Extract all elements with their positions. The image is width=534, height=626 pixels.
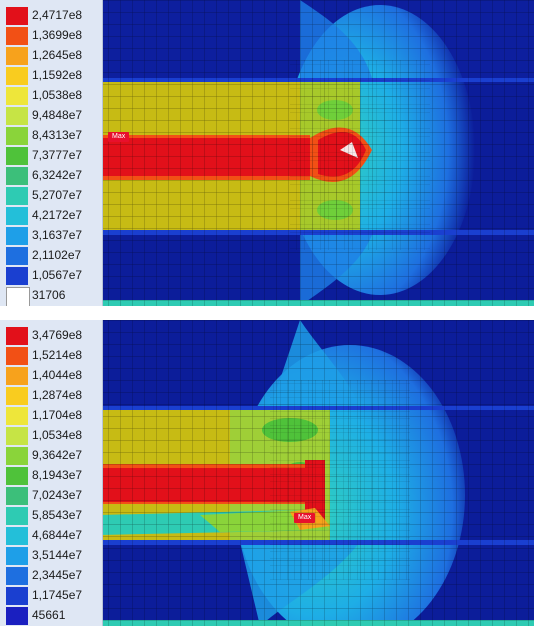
legend-swatch (6, 367, 28, 385)
legend-value: 3,5144e7 (32, 548, 83, 562)
legend-swatch (6, 567, 28, 585)
legend-row: 4,2172e7 (0, 206, 102, 226)
legend-swatch (6, 247, 28, 265)
legend-value: 2,3445e7 (32, 568, 83, 582)
legend-value: 9,4848e7 (32, 108, 83, 122)
legend-row: 31706 (0, 286, 102, 306)
legend-swatch (6, 527, 28, 545)
legend-swatch (6, 547, 28, 565)
legend-swatch (6, 107, 28, 125)
legend-value: 1,1592e8 (32, 68, 83, 82)
stress-contour-plot-top[interactable] (0, 0, 534, 306)
legend-value: 8,4313e7 (32, 128, 83, 142)
legend-swatch (6, 147, 28, 165)
legend-row: 9,4848e7 (0, 106, 102, 126)
legend-swatch (6, 287, 30, 306)
legend-swatch (6, 407, 28, 425)
legend-swatch (6, 67, 28, 85)
legend-row: 1,0538e8 (0, 86, 102, 106)
legend-swatch (6, 447, 28, 465)
legend-row: 2,4717e8 (0, 6, 102, 26)
legend-swatch (6, 227, 28, 245)
legend-value: 4,6844e7 (32, 528, 83, 542)
legend-row: 6,3242e7 (0, 166, 102, 186)
legend-row: 5,8543e7 (0, 506, 102, 526)
legend-value: 1,1704e8 (32, 408, 83, 422)
legend-swatch (6, 507, 28, 525)
legend-value: 2,1102e7 (32, 248, 82, 262)
legend-row: 2,1102e7 (0, 246, 102, 266)
color-legend-top: 2,4717e8 1,3699e8 1,2645e8 1,1592e8 1,05… (0, 0, 103, 306)
legend-row: 9,3642e7 (0, 446, 102, 466)
legend-swatch (6, 47, 28, 65)
legend-value: 1,3699e8 (32, 28, 83, 42)
legend-row: 1,1745e7 (0, 586, 102, 606)
legend-swatch (6, 27, 28, 45)
legend-value: 3,1637e7 (32, 228, 83, 242)
legend-value: 1,0538e8 (32, 88, 83, 102)
legend-value: 3,4769e8 (32, 328, 83, 342)
legend-row: 1,5214e8 (0, 346, 102, 366)
legend-row: 45661 (0, 606, 102, 626)
legend-swatch (6, 327, 28, 345)
legend-row: 1,3699e8 (0, 26, 102, 46)
legend-row: 7,0243e7 (0, 486, 102, 506)
legend-row: 1,2645e8 (0, 46, 102, 66)
legend-swatch (6, 167, 28, 185)
legend-value: 9,3642e7 (32, 448, 83, 462)
contour-panel-bottom[interactable]: Max 3,4769e8 1,5214e8 1,4044e8 1,2874e8 … (0, 320, 534, 626)
legend-swatch (6, 467, 28, 485)
legend-value: 5,8543e7 (32, 508, 83, 522)
legend-row: 1,0567e7 (0, 266, 102, 286)
legend-value: 45661 (32, 608, 66, 622)
legend-value: 7,0243e7 (32, 488, 83, 502)
legend-row: 1,1704e8 (0, 406, 102, 426)
legend-swatch (6, 87, 28, 105)
legend-row: 8,1943e7 (0, 466, 102, 486)
legend-row: 3,5144e7 (0, 546, 102, 566)
legend-row: 1,2874e8 (0, 386, 102, 406)
legend-row: 8,4313e7 (0, 126, 102, 146)
legend-row: 1,1592e8 (0, 66, 102, 86)
legend-row: 2,3445e7 (0, 566, 102, 586)
max-marker-top[interactable]: Max (108, 132, 130, 142)
legend-swatch (6, 427, 28, 445)
legend-swatch (6, 387, 28, 405)
legend-swatch (6, 267, 28, 285)
legend-value: 1,1745e7 (32, 588, 83, 602)
legend-row: 1,4044e8 (0, 366, 102, 386)
legend-value: 31706 (32, 288, 66, 302)
contour-panel-top[interactable]: Max 2,4717e8 1,3699e8 1,2645e8 1,1592e8 … (0, 0, 534, 306)
legend-value: 1,5214e8 (32, 348, 83, 362)
max-marker-bottom[interactable]: Max (294, 513, 316, 523)
legend-row: 3,4769e8 (0, 326, 102, 346)
legend-swatch (6, 487, 28, 505)
legend-value: 5,2707e7 (32, 188, 83, 202)
legend-value: 8,1943e7 (32, 468, 83, 482)
legend-swatch (6, 587, 28, 605)
legend-value: 1,4044e8 (32, 368, 83, 382)
legend-swatch (6, 7, 28, 25)
legend-row: 3,1637e7 (0, 226, 102, 246)
legend-value: 6,3242e7 (32, 168, 83, 182)
legend-swatch (6, 127, 28, 145)
legend-row: 1,0534e8 (0, 426, 102, 446)
legend-row: 7,3777e7 (0, 146, 102, 166)
stress-contour-plot-bottom[interactable] (0, 320, 534, 626)
legend-value: 2,4717e8 (32, 8, 83, 22)
legend-value: 1,0534e8 (32, 428, 83, 442)
color-legend-bottom: 3,4769e8 1,5214e8 1,4044e8 1,2874e8 1,17… (0, 320, 103, 626)
legend-value: 7,3777e7 (32, 148, 83, 162)
legend-swatch (6, 347, 28, 365)
legend-value: 1,2874e8 (32, 388, 83, 402)
legend-value: 1,0567e7 (32, 268, 83, 282)
legend-row: 5,2707e7 (0, 186, 102, 206)
legend-value: 1,2645e8 (32, 48, 83, 62)
legend-swatch (6, 607, 28, 625)
legend-swatch (6, 187, 28, 205)
legend-row: 4,6844e7 (0, 526, 102, 546)
legend-swatch (6, 207, 28, 225)
legend-value: 4,2172e7 (32, 208, 83, 222)
